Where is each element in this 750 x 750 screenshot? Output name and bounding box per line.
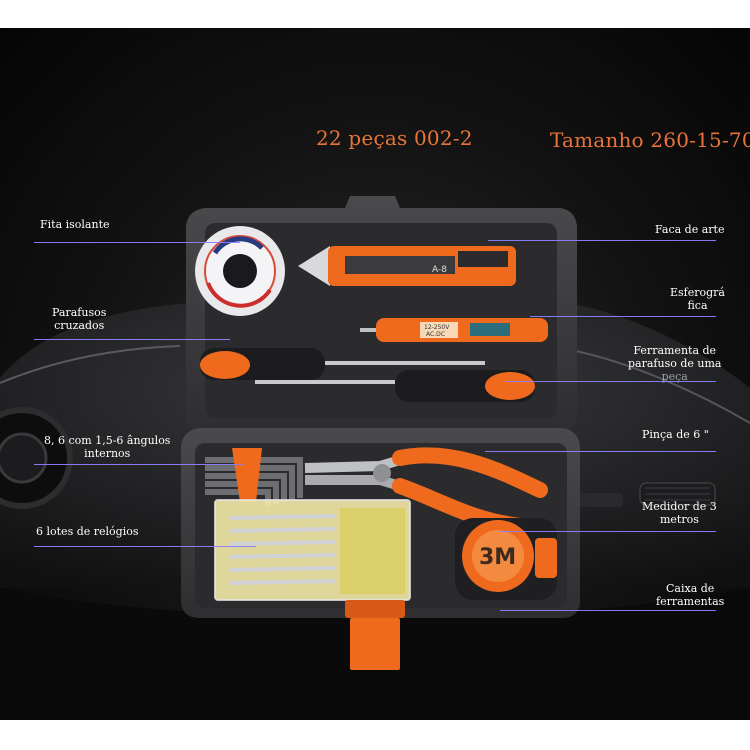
voltage-tester-pen: 12-250V AC.DC	[360, 318, 548, 342]
leader-line	[34, 339, 230, 340]
leader-line	[500, 610, 716, 611]
leader-line	[34, 464, 244, 465]
label-screwdriver: Ferramenta de parafuso de uma peça	[628, 344, 721, 383]
label-hex-keys: 8, 6 com 1,5-6 ângulos internos	[44, 434, 170, 460]
svg-text:AC.DC: AC.DC	[426, 331, 445, 338]
toolbox-lid: A-8 12-250V AC.DC	[186, 196, 577, 433]
leader-line	[488, 240, 716, 241]
label-text: Pinça de 6 "	[642, 428, 709, 441]
case-latch	[350, 618, 400, 670]
leader-line	[34, 546, 256, 547]
screwdriver-phillips	[200, 348, 485, 380]
label-text: internos	[84, 447, 131, 460]
label-text: Medidor de 3	[642, 500, 717, 513]
pieces-title: 22 peças 002-2	[316, 126, 473, 150]
label-art-knife: Faca de arte	[655, 223, 724, 236]
label-pliers: Pinça de 6 "	[642, 428, 709, 441]
label-text: Caixa de	[666, 582, 715, 595]
photo-background: A-8 12-250V AC.DC	[0, 28, 750, 720]
precision-screwdriver-box	[214, 499, 411, 601]
svg-text:A-8: A-8	[432, 265, 447, 275]
label-tape-measure: Medidor de 3 metros	[642, 500, 717, 526]
toolbox-base: 3M	[181, 428, 580, 670]
label-text: Esferográ	[670, 286, 725, 299]
leader-line	[505, 381, 716, 382]
toolkit-photo: A-8 12-250V AC.DC	[0, 196, 750, 720]
label-insulating-tape: Fita isolante	[40, 218, 110, 231]
label-watch-set: 6 lotes de relógios	[36, 525, 139, 538]
hex-key-set	[205, 448, 303, 506]
svg-text:12-250V: 12-250V	[424, 324, 450, 331]
leader-line	[530, 316, 716, 317]
leader-line	[485, 451, 716, 452]
label-cross-screws: Parafusos cruzados	[52, 306, 106, 332]
label-text: Fita isolante	[40, 218, 110, 231]
label-toolbox: Caixa de ferramentas	[656, 582, 724, 608]
label-text: Parafusos	[52, 306, 107, 319]
size-title: Tamanho 260-15-70	[550, 128, 750, 152]
tape-measure: 3M	[455, 518, 557, 600]
label-pen: Esferográ fica	[670, 286, 725, 312]
screwdriver-flat	[255, 370, 535, 402]
label-text: Ferramenta de	[633, 344, 717, 357]
label-text: 8, 6 com 1,5-6 ângulos	[44, 434, 171, 447]
leader-line	[500, 531, 716, 532]
label-text: parafuso de uma	[628, 357, 722, 370]
label-text: cruzados	[54, 319, 105, 332]
insulating-tape	[195, 226, 285, 316]
label-text: Faca de arte	[655, 223, 725, 236]
art-knife: A-8	[298, 246, 516, 286]
label-text: 6 lotes de relógios	[36, 525, 139, 538]
label-text: ferramentas	[656, 595, 725, 608]
label-text: metros	[659, 513, 699, 526]
label-text: peça	[661, 370, 688, 383]
label-text: fica	[687, 299, 708, 312]
svg-text:3M: 3M	[479, 545, 516, 570]
leader-line	[34, 242, 240, 243]
